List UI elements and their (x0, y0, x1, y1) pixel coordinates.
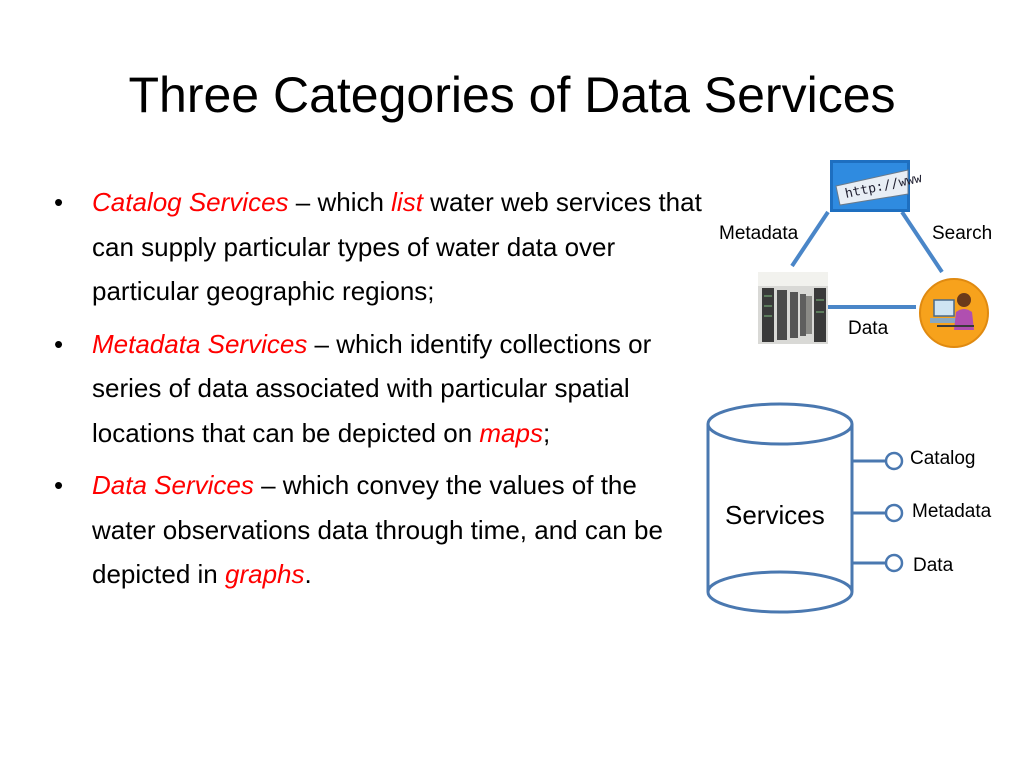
port-catalog (852, 451, 904, 471)
bullet-text: – which identify collections or series o… (92, 328, 652, 448)
port-label-catalog: Catalog (910, 448, 976, 469)
bullet-term: Catalog Services (92, 187, 289, 217)
edge-label-metadata: Metadata (719, 223, 799, 244)
bullet-emphasis: list (391, 187, 423, 217)
port-metadata (852, 503, 904, 523)
bullet-term: Metadata Services (92, 328, 308, 359)
edge-label-data: Data (848, 318, 889, 339)
port-label-metadata: Metadata (912, 501, 992, 522)
bullet-list: • Catalog Services – which list water we… (52, 180, 702, 605)
bullet-text: ; (542, 417, 551, 448)
bullet-metadata: • Metadata Services – which identify col… (52, 322, 702, 456)
bullet-text: . (304, 559, 312, 589)
bullet-dot: • (54, 470, 64, 500)
bullet-dot: • (54, 187, 64, 217)
port-label-data: Data (913, 555, 954, 576)
bullet-emphasis: graphs (224, 559, 305, 589)
user-at-computer-icon (919, 278, 989, 348)
browser-url-text: http://www (844, 171, 924, 202)
bullet-dot: • (54, 328, 64, 359)
slide-title: Three Categories of Data Services (128, 67, 896, 123)
cylinder-label: Services (725, 500, 825, 530)
port-data (852, 553, 904, 573)
browser-url-icon: http://www (830, 160, 924, 212)
bullet-text: – which (288, 187, 392, 217)
bullet-text: – which convey the values of the water o… (92, 470, 663, 589)
edge-label-search: Search (932, 223, 993, 244)
server-room-icon (758, 272, 828, 344)
bullet-data: • Data Services – which convey the value… (52, 463, 702, 597)
bullet-catalog: • Catalog Services – which list water we… (52, 180, 702, 314)
bullet-emphasis: maps (479, 417, 543, 448)
bullet-term: Data Services (92, 470, 254, 500)
bullet-text: water web services that can supply parti… (92, 187, 702, 306)
